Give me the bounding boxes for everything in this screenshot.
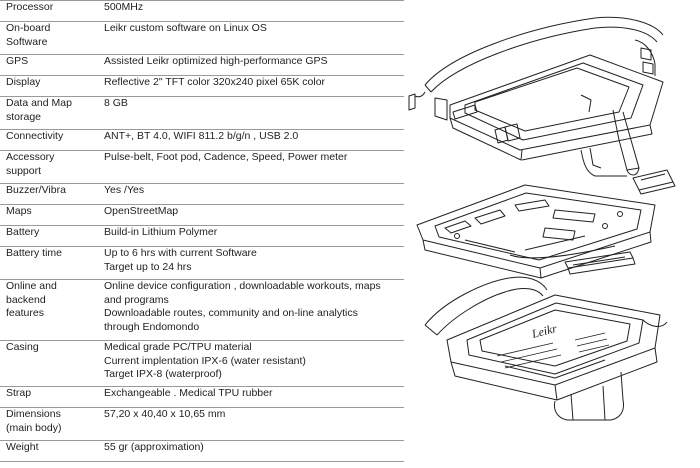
spec-value: 500MHz	[96, 0, 404, 22]
spec-value: 55 gr (approximation)	[96, 440, 404, 462]
spec-value: Leikr custom software on Linux OS	[96, 21, 404, 55]
spec-value: Yes /Yes	[96, 183, 404, 205]
spec-value: 8 GB	[96, 96, 404, 130]
spec-label: Processor	[0, 0, 96, 22]
spec-row-weight: Weight 55 gr (approximation)	[0, 440, 404, 462]
spec-value: OpenStreetMap	[96, 204, 404, 226]
spec-row-strap: Strap Exchangeable . Medical TPU rubber	[0, 386, 404, 408]
spec-value: 57,20 x 40,40 x 10,65 mm	[96, 407, 404, 441]
spec-label: Weight	[0, 440, 96, 462]
spec-value: Pulse-belt, Foot pod, Cadence, Speed, Po…	[96, 150, 404, 184]
spec-value: Online device configuration , downloadab…	[96, 279, 404, 341]
spec-row-battery-time: Battery time Up to 6 hrs with current So…	[0, 246, 404, 280]
circuit-board-illustration	[416, 184, 656, 279]
spec-row-processor: Processor 500MHz	[0, 0, 404, 22]
spec-label: Battery	[0, 225, 96, 247]
spec-label: Buzzer/Vibra	[0, 183, 96, 205]
spec-value: Assisted Leikr optimized high-performanc…	[96, 54, 404, 76]
display-module-illustration	[408, 16, 664, 177]
spec-row-software: On-board Software Leikr custom software …	[0, 21, 404, 55]
spec-label: Strap	[0, 386, 96, 408]
spec-label: Battery time	[0, 246, 96, 280]
spec-label: Data and Map storage	[0, 96, 96, 130]
spec-row-storage: Data and Map storage 8 GB	[0, 96, 404, 130]
housing-illustration	[424, 276, 668, 421]
spec-table: Processor 500MHz On-board Software Leikr…	[0, 0, 404, 462]
spec-value: Medical grade PC/TPU material Current im…	[96, 340, 404, 387]
exploded-device-drawing: Leikr	[405, 0, 700, 468]
spec-value: Build-in Lithium Polymer	[96, 225, 404, 247]
spec-row-online: Online and backend features Online devic…	[0, 279, 404, 341]
housing-engraving-lines	[496, 332, 610, 369]
spec-value: Exchangeable . Medical TPU rubber	[96, 386, 404, 408]
spec-row-display: Display Reflective 2" TFT color 320x240 …	[0, 75, 404, 97]
spec-label: On-board Software	[0, 21, 96, 55]
spec-row-connectivity: Connectivity ANT+, BT 4.0, WIFI 811.2 b/…	[0, 129, 404, 151]
spec-label: Maps	[0, 204, 96, 226]
memory-card-illustration	[632, 169, 676, 195]
spec-label: Online and backend features	[0, 279, 96, 341]
spec-value: Reflective 2" TFT color 320x240 pixel 65…	[96, 75, 404, 97]
spec-row-gps: GPS Assisted Leikr optimized high-perfor…	[0, 54, 404, 76]
flex-strip-illustration	[564, 251, 636, 275]
spec-label: Connectivity	[0, 129, 96, 151]
spec-row-accessory: Accessory support Pulse-belt, Foot pod, …	[0, 150, 404, 184]
spec-row-casing: Casing Medical grade PC/TPU material Cur…	[0, 340, 404, 387]
spec-row-battery: Battery Build-in Lithium Polymer	[0, 225, 404, 247]
spec-value: ANT+, BT 4.0, WIFI 811.2 b/g/n , USB 2.0	[96, 129, 404, 151]
spec-row-buzzer: Buzzer/Vibra Yes /Yes	[0, 183, 404, 205]
spec-label: GPS	[0, 54, 96, 76]
housing-logo-text: Leikr	[529, 321, 558, 341]
spec-value: Up to 6 hrs with current Software Target…	[96, 246, 404, 280]
spec-label: Dimensions (main body)	[0, 407, 96, 441]
spec-label: Casing	[0, 340, 96, 387]
spec-label: Accessory support	[0, 150, 96, 184]
spec-row-maps: Maps OpenStreetMap	[0, 204, 404, 226]
spec-row-dimensions: Dimensions (main body) 57,20 x 40,40 x 1…	[0, 407, 404, 441]
spec-label: Display	[0, 75, 96, 97]
